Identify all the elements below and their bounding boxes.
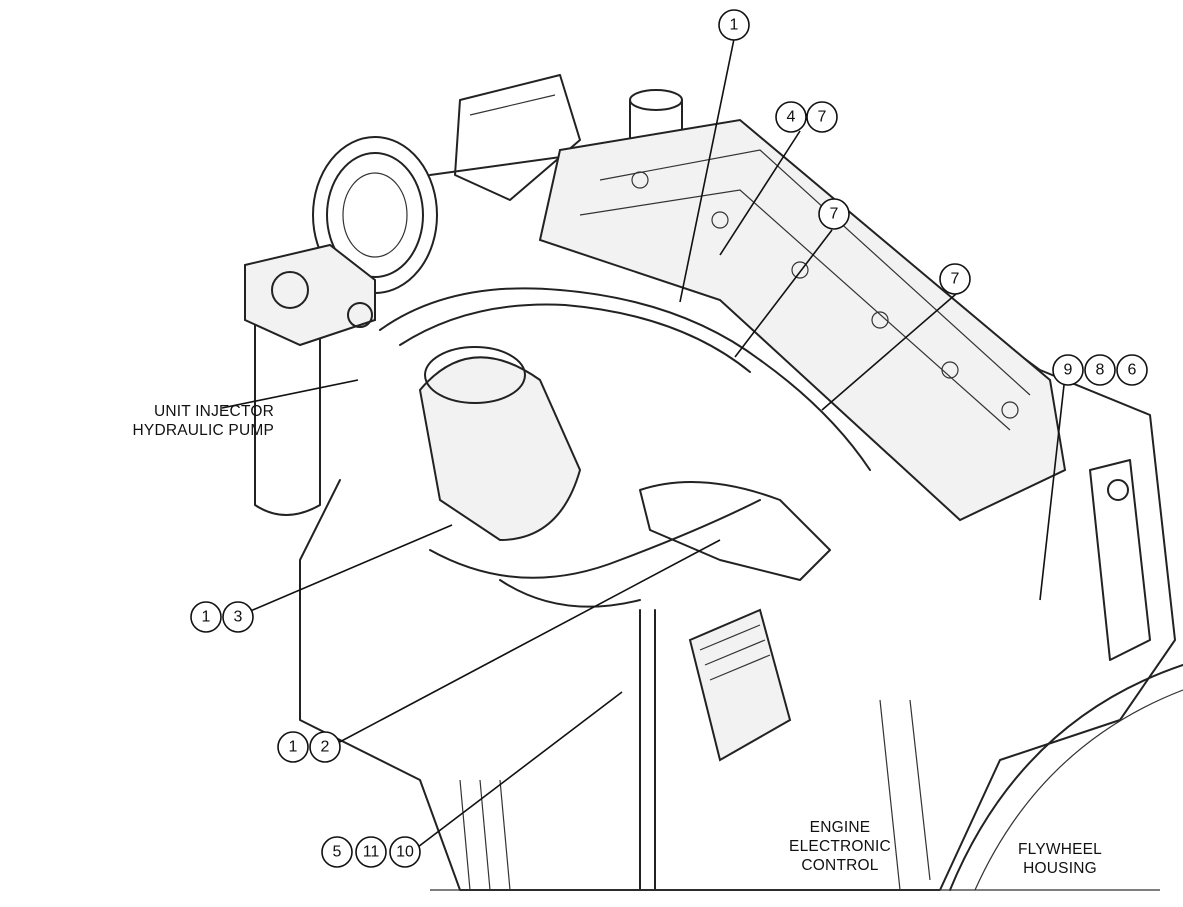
callout-number: 6 bbox=[1128, 362, 1137, 379]
callout-1-2: 1 2 bbox=[277, 731, 341, 763]
callout-1-3: 1 3 bbox=[190, 601, 254, 633]
label-line: CONTROL bbox=[801, 857, 879, 874]
label-line: UNIT INJECTOR bbox=[153, 403, 274, 420]
callout-7-a: 7 bbox=[818, 198, 850, 230]
callout-1-top: 1 bbox=[718, 9, 750, 41]
label-engine-electronic-control: ENGINE ELECTRONIC CONTROL bbox=[770, 818, 910, 875]
label-line: HYDRAULIC PUMP bbox=[132, 422, 274, 439]
label-line: ELECTRONIC bbox=[789, 838, 891, 855]
callout-number: 1 bbox=[289, 739, 298, 756]
leader-lines bbox=[221, 38, 1065, 851]
label-line: HOUSING bbox=[1023, 860, 1097, 877]
callout-7-b: 7 bbox=[939, 263, 971, 295]
callout-number: 9 bbox=[1064, 362, 1073, 379]
callout-number: 3 bbox=[234, 609, 243, 626]
callout-4-7: 4 7 bbox=[775, 101, 838, 133]
callout-number: 11 bbox=[363, 844, 380, 861]
callout-9-8-6: 9 8 6 bbox=[1052, 354, 1148, 386]
engine-illustration bbox=[244, 74, 1183, 891]
label-flywheel-housing: FLYWHEEL HOUSING bbox=[995, 840, 1125, 878]
callout-number: 10 bbox=[396, 844, 414, 861]
callout-number: 7 bbox=[818, 109, 827, 126]
callout-number: 1 bbox=[730, 17, 739, 34]
callout-number: 2 bbox=[321, 739, 330, 756]
label-line: ENGINE bbox=[809, 819, 871, 836]
callout-number: 8 bbox=[1096, 362, 1105, 379]
callout-number: 5 bbox=[333, 844, 342, 861]
label-line: FLYWHEEL bbox=[1018, 841, 1102, 858]
callout-5-11-10: 5 11 10 bbox=[321, 836, 421, 868]
callout-number: 4 bbox=[787, 109, 796, 126]
callout-number: 7 bbox=[830, 206, 839, 223]
label-unit-injector-hydraulic-pump: UNIT INJECTOR HYDRAULIC PUMP bbox=[44, 402, 274, 440]
callout-number: 1 bbox=[202, 609, 211, 626]
callout-number: 7 bbox=[951, 271, 960, 288]
